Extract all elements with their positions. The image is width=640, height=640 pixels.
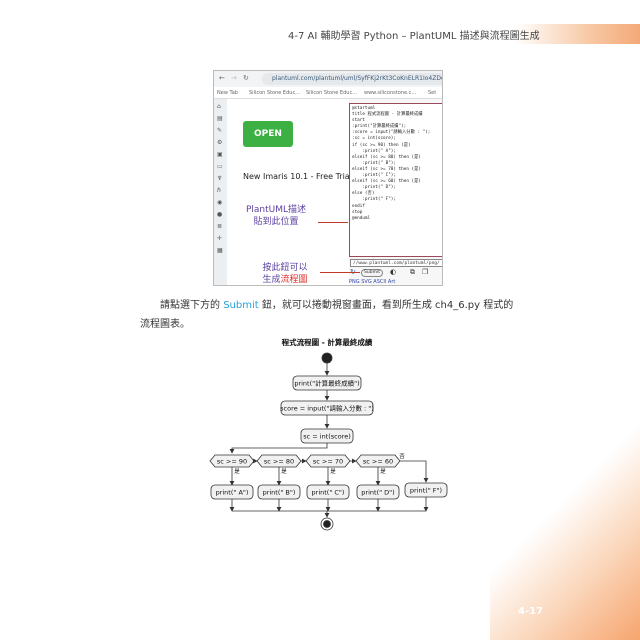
source-line: endif (352, 203, 365, 209)
activity-label: print(" F") (410, 486, 442, 494)
annotation-line: 生成流程圖 (250, 274, 320, 286)
source-line: else (否) (352, 191, 375, 197)
advertisement: OPEN New Imaris 10.1 - Free Trial (227, 99, 352, 285)
source-line: @enduml (352, 215, 371, 221)
browser-screenshot: ← → ↻ plantuml.com/plantuml/uml/SyfFKj2r… (213, 70, 443, 286)
pen-icon[interactable]: ✎ (217, 127, 223, 134)
gear-icon[interactable]: ⚙ (217, 139, 223, 146)
source-line: :print(" C"); (352, 173, 396, 179)
paste-annotation: PlantUML描述 貼到此位置 (245, 205, 307, 227)
source-line: start (352, 118, 365, 124)
tag-icon[interactable]: ▭ (217, 163, 223, 170)
activity-label: print(" B") (263, 488, 296, 496)
source-line: :print(" B"); (352, 160, 396, 166)
globe-icon[interactable]: ◉ (217, 199, 223, 206)
flow-edge (229, 443, 328, 454)
yes-label: 是 (380, 468, 386, 475)
corner-decoration (490, 310, 640, 640)
end-node (323, 520, 331, 528)
annotation-highlight: 流程圖 (280, 275, 308, 285)
bookmark[interactable]: Set (428, 90, 437, 96)
source-line: @startuml (352, 106, 376, 111)
condition-label: sc >= 90 (217, 457, 247, 465)
bookmark[interactable]: Silicon Stone Educ... (249, 90, 300, 96)
sidebar: ⌂ ▤ ✎ ⚙ ▣ ▭ ♆ ℏ ◉ ● ≣ ✛ ▦ (214, 99, 227, 285)
address-bar[interactable]: plantuml.com/plantuml/uml/SyfFKj2rKt3CoK… (262, 73, 442, 85)
source-line: :print(" A"); (352, 148, 396, 154)
condition-label: sc >= 70 (313, 457, 343, 465)
back-icon[interactable]: ← (219, 74, 225, 82)
source-line: elseif (sc >= 60) then (是) (352, 179, 421, 185)
circle-icon[interactable]: ● (217, 211, 223, 218)
source-line: :print(" D"); (352, 185, 396, 191)
running-header: 4-7 AI 輔助學習 Python – PlantUML 描述與流程圖生成 (288, 31, 540, 42)
forward-icon[interactable]: → (231, 74, 237, 82)
source-line: stop (352, 209, 363, 215)
text: 請點選下方的 (160, 300, 224, 311)
yes-label: 是 (330, 468, 336, 475)
source-line: :sc = int(score); (352, 136, 396, 142)
bookmark[interactable]: www.siliconstone.c... (364, 90, 417, 96)
activity-label: print("計算最終成績") (294, 378, 359, 387)
yes-label: 是 (234, 468, 240, 475)
format-links[interactable]: PNG SVG ASCII Art (349, 279, 396, 285)
submit-button[interactable]: Submit (361, 269, 383, 277)
list-icon[interactable]: ≣ (217, 223, 223, 230)
bookmarks-bar: New Tab Silicon Stone Educ... Silicon St… (214, 87, 442, 99)
condition-label: sc >= 80 (264, 457, 294, 465)
activity-label: print(" C") (312, 488, 345, 496)
grid-icon[interactable]: ▦ (217, 247, 223, 254)
text: 鈕，就可以捲動視窗畫面，看到所生成 ch4_6.py 程式的流程圖表。 (140, 300, 514, 330)
paste-icon[interactable]: ❐ (422, 268, 429, 276)
source-line: elseif (sc >= 70) then (是) (352, 166, 421, 172)
cup-icon[interactable]: ♆ (217, 175, 223, 182)
header-decoration (515, 24, 640, 44)
activity-label: print(" D") (361, 488, 394, 496)
bookmark[interactable]: Silicon Stone Educ... (306, 90, 357, 96)
annotation-arrow (318, 222, 348, 223)
body-paragraph: 請點選下方的 Submit 鈕，就可以捲動視窗畫面，看到所生成 ch4_6.py… (140, 296, 520, 334)
flow-edge (400, 460, 429, 483)
submit-annotation: 按此鈕可以 生成流程圖 (250, 262, 320, 286)
start-node (321, 352, 333, 364)
reload-icon[interactable]: ↻ (243, 74, 249, 82)
activity-label: sc = int(score) (303, 432, 351, 440)
annotation-text: 生成 (262, 275, 281, 285)
source-line: :print(" F"); (352, 197, 396, 203)
ad-text[interactable]: New Imaris 10.1 - Free Trial (243, 172, 352, 181)
home-icon[interactable]: ⌂ (217, 103, 221, 110)
keyword: Submit (223, 300, 259, 311)
browser-toolbar: ← → ↻ plantuml.com/plantuml/uml/SyfFKj2r… (214, 71, 442, 87)
plus-icon[interactable]: ✛ (217, 235, 223, 242)
page-number: 4-17 (518, 606, 544, 617)
copy-icon[interactable]: ⧉ (410, 268, 415, 276)
flowchart-title: 程式流程圖 - 計算最終成績 (282, 337, 373, 347)
yes-label: 是 (281, 468, 287, 475)
png-url-field[interactable]: //www.plantuml.com/plantuml/png/ (350, 259, 442, 267)
square-icon[interactable]: ▣ (217, 151, 223, 158)
rss-icon[interactable]: ℏ (217, 187, 221, 194)
no-label: 否 (399, 453, 405, 460)
annotation-line: 按此鈕可以 (262, 263, 308, 273)
source-line: :print("計算最終成績"); (352, 124, 407, 130)
toggle-icon[interactable]: ◐ (390, 268, 397, 276)
activity-label: print(" A") (216, 488, 249, 496)
source-line: elseif (sc >= 80) then (是) (352, 154, 421, 160)
ad-open-button[interactable]: OPEN (243, 121, 293, 147)
source-line: if (sc >= 90) then (是) (352, 142, 411, 148)
source-line: :score = input("請輸入分數 : "); (352, 130, 431, 136)
source-line: title 程式流程圖 - 計算最終成績 (352, 112, 423, 118)
activity-label: score = input("請輸入分數 : ") (280, 403, 374, 412)
condition-label: sc >= 60 (363, 457, 393, 465)
annotation-arrow (320, 272, 360, 273)
doc-icon[interactable]: ▤ (217, 115, 223, 122)
bookmark[interactable]: New Tab (217, 90, 238, 96)
